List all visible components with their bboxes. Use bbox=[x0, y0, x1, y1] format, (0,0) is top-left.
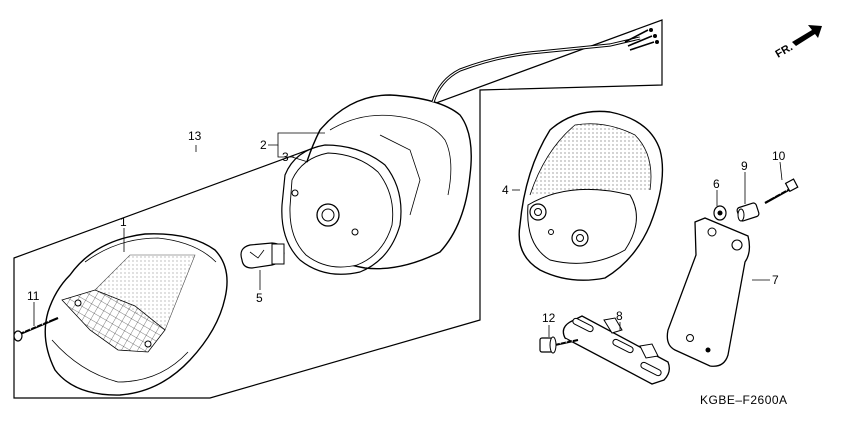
lens-packing bbox=[281, 144, 402, 275]
callout-3: 3 bbox=[282, 150, 289, 164]
bulb bbox=[240, 242, 285, 269]
callout-9: 9 bbox=[741, 159, 748, 173]
callout-8: 8 bbox=[616, 309, 623, 323]
callout-13: 13 bbox=[188, 129, 202, 143]
bolt-12 bbox=[539, 336, 579, 354]
callout-labels: 1 2 3 4 5 6 7 8 9 10 11 12 13 bbox=[27, 129, 786, 325]
bolt-10 bbox=[764, 178, 799, 204]
drawing-code: KGBE–F2600A bbox=[700, 393, 788, 407]
tail-lamp-cover bbox=[518, 110, 664, 281]
screw-11 bbox=[13, 316, 59, 342]
nut-6 bbox=[713, 205, 727, 221]
callout-10: 10 bbox=[772, 149, 786, 163]
stay-7 bbox=[666, 217, 751, 367]
callout-1: 1 bbox=[120, 215, 127, 229]
front-direction-indicator: FR. bbox=[774, 25, 822, 61]
tail-lamp-lens bbox=[44, 233, 228, 396]
callout-7: 7 bbox=[772, 273, 779, 287]
bracket-8 bbox=[562, 315, 670, 385]
assembly-outline bbox=[13, 19, 663, 399]
callout-2: 2 bbox=[260, 138, 267, 152]
leader-lines bbox=[33, 132, 783, 337]
callout-4: 4 bbox=[502, 183, 509, 197]
callout-12: 12 bbox=[542, 311, 556, 325]
callout-11: 11 bbox=[27, 289, 40, 303]
callout-5: 5 bbox=[256, 291, 263, 305]
callout-6: 6 bbox=[713, 177, 720, 191]
collar-9 bbox=[736, 202, 760, 222]
direction-label: FR. bbox=[774, 41, 795, 60]
